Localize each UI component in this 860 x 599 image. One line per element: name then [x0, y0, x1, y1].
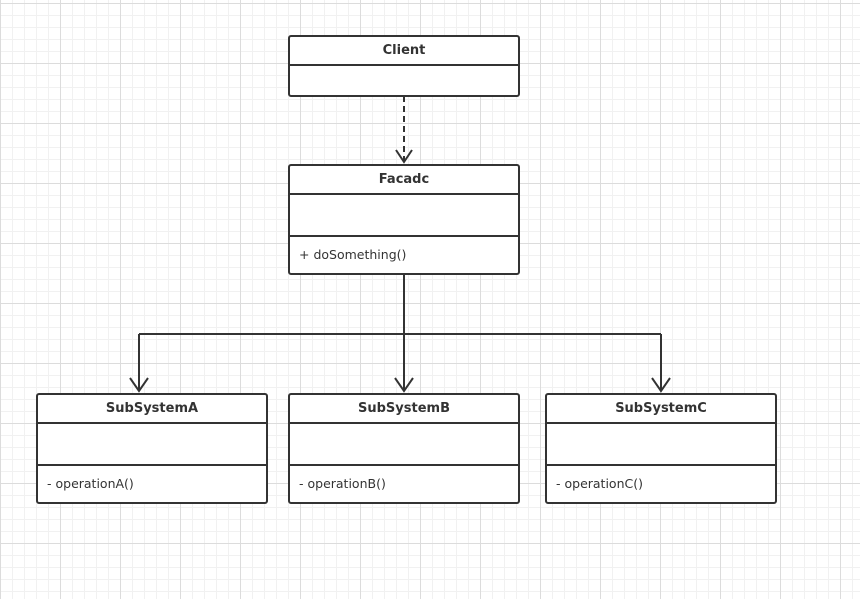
operations-section: - operationB() — [290, 466, 518, 491]
association-arrowhead-c — [651, 377, 671, 393]
operations-section: - operationC() — [547, 466, 775, 491]
class-subsystem-b[interactable]: SubSystemB - operationB() — [288, 393, 520, 504]
class-subsystem-a[interactable]: SubSystemA - operationA() — [36, 393, 268, 504]
operations-section: - operationA() — [38, 466, 266, 491]
class-name: SubSystemB — [290, 395, 518, 424]
attributes-section — [38, 424, 266, 466]
dependency-arrowhead — [395, 149, 413, 164]
class-facade[interactable]: Facadc + doSomething() — [288, 164, 520, 275]
attributes-section — [547, 424, 775, 466]
operation-item: + doSomething() — [299, 247, 407, 262]
class-name: SubSystemA — [38, 395, 266, 424]
class-subsystem-c[interactable]: SubSystemC - operationC() — [545, 393, 777, 504]
operation-item: - operationA() — [47, 476, 134, 491]
association-arrowhead-b — [394, 377, 414, 393]
attributes-section — [290, 424, 518, 466]
class-client[interactable]: Client — [288, 35, 520, 97]
class-name: Facadc — [290, 166, 518, 195]
association-arrowhead-a — [129, 377, 149, 393]
class-name: Client — [290, 37, 518, 66]
operation-item: - operationB() — [299, 476, 386, 491]
attributes-section — [290, 195, 518, 237]
class-name: SubSystemC — [547, 395, 775, 424]
operations-section: + doSomething() — [290, 237, 518, 262]
operation-item: - operationC() — [556, 476, 643, 491]
